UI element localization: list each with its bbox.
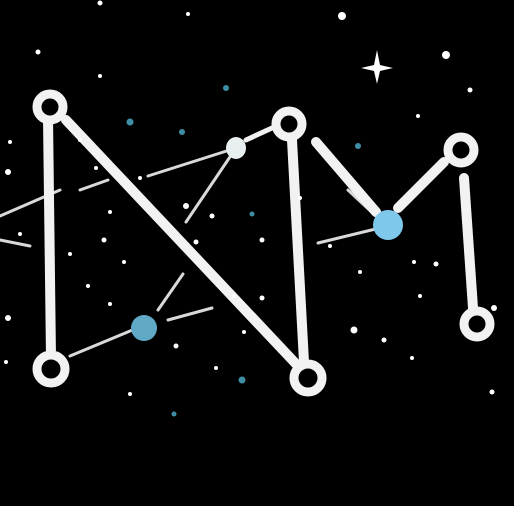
star-dot <box>491 305 497 311</box>
star-dot <box>5 315 11 321</box>
main-stroke <box>287 135 309 367</box>
star-dot <box>223 85 229 91</box>
star-dot <box>98 74 102 78</box>
star-dot <box>108 302 112 306</box>
star-dot <box>418 294 422 298</box>
connector-strokes <box>243 125 275 143</box>
connector-stroke <box>243 125 275 143</box>
star-dot <box>412 260 416 264</box>
faint-line <box>156 272 185 312</box>
star-dot <box>298 196 302 200</box>
star-dot <box>128 392 132 396</box>
star-dot <box>433 261 439 267</box>
star-dot <box>467 87 473 93</box>
star-dot <box>358 270 362 274</box>
main-stroke <box>459 173 478 313</box>
faint-line <box>0 238 32 248</box>
star-dot <box>68 252 72 256</box>
star-dot <box>186 12 190 16</box>
star-dot <box>381 337 387 343</box>
star-dot <box>86 284 90 288</box>
star-dot <box>5 169 11 175</box>
star-dot <box>209 213 215 219</box>
star-dot <box>97 0 103 6</box>
teal-node <box>131 315 157 341</box>
star-dot <box>179 129 185 135</box>
star-dot <box>259 295 265 301</box>
main-stroke <box>43 113 56 363</box>
ring-node-icon <box>443 132 479 168</box>
star-dot <box>8 140 12 144</box>
ring-node-icon <box>271 106 307 142</box>
ring-nodes <box>32 89 495 397</box>
star-dot <box>410 356 414 360</box>
white-node <box>226 137 246 159</box>
star-dot <box>416 114 420 118</box>
star-dot <box>4 360 8 364</box>
star-dot <box>138 176 142 180</box>
star-dot <box>193 239 199 245</box>
star-dot <box>232 294 236 298</box>
star-dot <box>183 203 189 209</box>
filled-nodes <box>131 137 403 341</box>
faint-line <box>68 324 144 358</box>
faint-line <box>146 146 238 178</box>
ring-node-icon <box>289 359 327 397</box>
star-dot <box>78 138 82 142</box>
main-stroke <box>61 115 303 371</box>
star-dot <box>238 376 246 384</box>
star-dot <box>126 118 134 126</box>
sparkle-star-icon <box>361 50 393 84</box>
faint-line <box>78 178 110 192</box>
star-dot <box>350 326 358 334</box>
star-dot <box>249 211 255 217</box>
ring-node-icon <box>32 350 70 388</box>
star-dot <box>355 143 361 149</box>
star-dot <box>214 366 218 370</box>
star-field <box>4 0 497 417</box>
star-dot <box>338 12 346 20</box>
faint-line <box>184 146 238 224</box>
star-dot <box>35 49 41 55</box>
star-dot <box>259 237 265 243</box>
star-dot <box>122 260 126 264</box>
main-stroke <box>393 157 449 213</box>
ring-node-icon <box>459 306 495 342</box>
star-dot <box>242 330 246 334</box>
faint-line <box>166 306 214 322</box>
star-dot <box>328 244 332 248</box>
main-stroke <box>311 137 381 217</box>
star-dot <box>171 411 177 417</box>
ring-node-icon <box>32 89 68 125</box>
star-dot <box>108 210 112 214</box>
star-dot <box>18 232 22 236</box>
star-dot <box>442 51 450 59</box>
star-dot <box>489 389 495 395</box>
star-dot <box>101 237 107 243</box>
star-dot <box>94 166 98 170</box>
accent-node <box>373 210 403 240</box>
main-constellation-strokes <box>43 113 478 371</box>
star-dot <box>173 343 179 349</box>
